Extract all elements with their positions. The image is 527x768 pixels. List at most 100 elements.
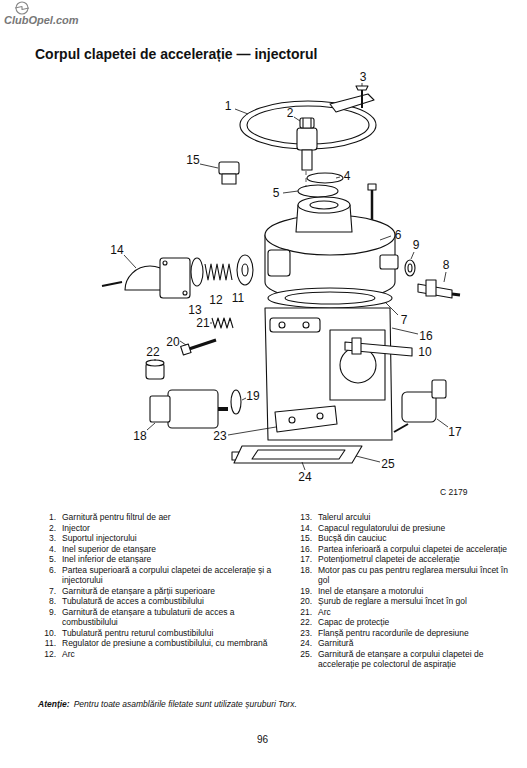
upper-gasket (285, 292, 375, 304)
leader-lines (235, 109, 248, 114)
leader-lines (336, 177, 340, 178)
parts-list-row: 2.Injector (38, 523, 286, 534)
screw-long (368, 184, 376, 190)
air-filter-gasket (240, 101, 376, 149)
item-text: Partea superioară a corpului clapetei de… (62, 565, 286, 586)
return-pipe (345, 338, 412, 356)
vacuum-flange (289, 417, 295, 423)
callout-number: 1 (224, 100, 233, 112)
parts-list-row: 12.Arc (38, 649, 286, 660)
callout-number: 2 (286, 107, 295, 119)
protective-cap (146, 360, 164, 379)
opel-logo (15, 2, 29, 14)
callout-number: 25 (380, 458, 395, 470)
leader-lines (210, 323, 212, 324)
parts-list-row: 17.Potențiometrul clapetei de accelerați… (294, 554, 516, 565)
seal-rings (307, 173, 343, 183)
leader-lines (242, 398, 246, 400)
item-text: Tubulatură de acces a combustibilului (62, 596, 286, 607)
lower-body (279, 322, 285, 328)
item-number: 14. (294, 523, 318, 534)
leader-lines (356, 456, 380, 462)
motor-seal (231, 390, 241, 414)
injector (300, 118, 314, 128)
seal-rings (298, 173, 343, 197)
leader-lines (386, 303, 398, 315)
fuel-inlet (452, 294, 460, 295)
throttle-potentiometer (394, 424, 408, 432)
page-number: 96 (257, 734, 268, 745)
injector (297, 128, 317, 150)
item-text: Inel superior de etanșare (62, 544, 286, 555)
parts-list-column: 1.Garnitură pentru filtrul de aer2.Injec… (38, 512, 286, 659)
parts-list-row: 3.Suportul injectorului (38, 533, 286, 544)
parts-list-row: 20.Șurub de reglare a mersului încet în … (294, 596, 516, 607)
callout-number: 19 (245, 390, 260, 402)
regulator-diaphragm (242, 264, 248, 276)
injector-bracket (330, 94, 374, 112)
rubber-bush (219, 162, 239, 174)
leader-lines (302, 462, 305, 470)
callout-number: 7 (400, 314, 409, 326)
callout-number: 18 (132, 430, 147, 442)
item-text: Arc (62, 649, 286, 660)
upper-gasket (268, 288, 392, 308)
item-text: Regulator de presiune a combustibilului,… (62, 638, 286, 649)
callout-number: 3 (359, 71, 368, 83)
parts-list-row: 25.Garnitură de etanșare a corpului clap… (294, 649, 516, 670)
note-heading: Atenție: (38, 699, 70, 709)
parts-list-row: 22.Capac de protecție (294, 617, 516, 628)
item-number: 18. (294, 565, 318, 586)
regulator-cover (160, 258, 190, 298)
item-number: 15. (294, 533, 318, 544)
injector (310, 118, 311, 128)
base-gasket (252, 450, 345, 459)
upper-body (380, 255, 398, 269)
item-number: 2. (38, 523, 62, 534)
item-number: 5. (38, 554, 62, 565)
stepper-motor (168, 390, 218, 428)
inlet-washer (405, 260, 415, 276)
injector (302, 150, 312, 170)
item-text: Arc (318, 607, 516, 618)
item-text: Partea inferioară a corpului clapetei de… (318, 544, 516, 555)
parts-list-row: 19.Inel de etanșare a motorului (294, 586, 516, 597)
rubber-bush (219, 162, 239, 184)
leader-lines (392, 328, 418, 334)
callout-number: 11 (231, 292, 245, 304)
upper-body (310, 201, 338, 209)
parts-list-row: 1.Garnitură pentru filtrul de aer (38, 512, 286, 523)
protective-cap (146, 360, 164, 366)
callout-number: 9 (412, 239, 421, 251)
motor-seal (231, 390, 241, 414)
leader-lines (380, 236, 391, 240)
item-number: 9. (38, 607, 62, 628)
item-text: Capacul regulatorului de presiune (318, 523, 516, 534)
parts-list-row: 9.Garnitură de etanșare a tubulaturii de… (38, 607, 286, 628)
throttle-potentiometer (394, 380, 446, 432)
parts-list-row: 23.Flanșă pentru racordurile de depresiu… (294, 628, 516, 639)
callout-number: 14 (109, 244, 124, 256)
parts-list-row: 5.Inel inferior de etanșare (38, 554, 286, 565)
callout-number: 6 (394, 229, 403, 241)
callout-number: 15 (185, 154, 200, 166)
item-text: Garnitură de etanșare a părții superioar… (62, 586, 286, 597)
item-number: 21. (294, 607, 318, 618)
fuel-inlet (426, 280, 436, 296)
note: Atenție:Pentru toate asamblările filetat… (38, 699, 508, 709)
vacuum-flange (275, 406, 337, 432)
stepper-motor (150, 390, 228, 428)
item-text: Potențiometrul clapetei de accelerație (318, 554, 516, 565)
callout-number: 16 (418, 330, 433, 342)
callout-number: 21 (195, 317, 210, 329)
leader-lines (437, 419, 448, 427)
leader-lines (124, 83, 448, 470)
opel-logo (15, 7, 29, 10)
item-number: 8. (38, 596, 62, 607)
injector-bracket (361, 88, 363, 108)
item-number: 6. (38, 565, 62, 586)
parts-list-column: 13.Talerul arcului14.Capacul regulatorul… (294, 512, 516, 670)
parts-list-row: 13.Talerul arcului (294, 512, 516, 523)
item-text: Talerul arcului (318, 512, 516, 523)
regulator-diaphragm (237, 255, 253, 285)
